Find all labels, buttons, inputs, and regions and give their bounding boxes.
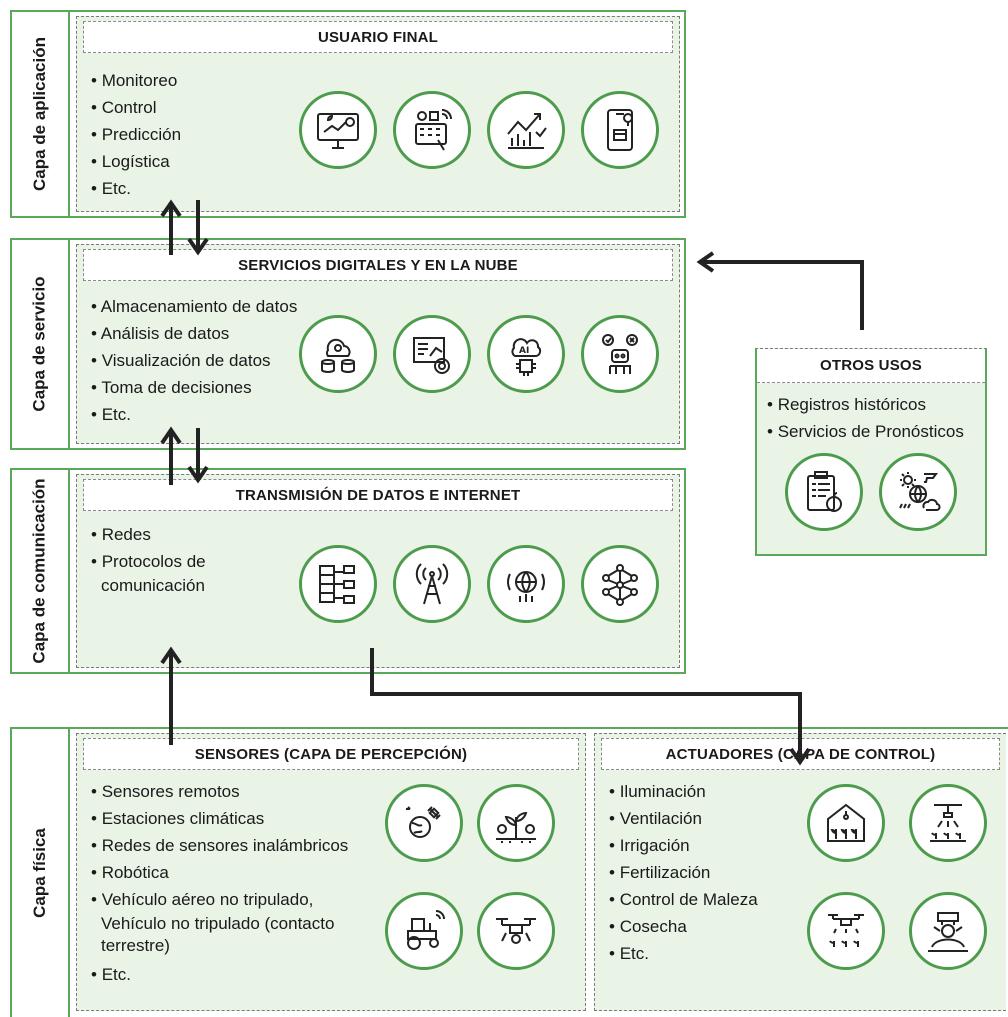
growth-chart-icon <box>487 91 565 169</box>
list-item: Redes de sensores inalámbricos <box>91 832 349 859</box>
bullet-list: Monitoreo Control Predicción Logística E… <box>91 67 181 202</box>
layer-comunicacion: Capa de comunicación TRANSMISIÓN DE DATO… <box>10 468 686 674</box>
list-item: Etc. <box>91 175 181 202</box>
layer-title: Capa de comunicación <box>30 478 50 664</box>
list-item: Robótica <box>91 859 348 886</box>
list-item: Ventilación <box>609 805 758 832</box>
panel-title: ACTUADORES (CAPA DE CONTROL) <box>601 738 1000 770</box>
layer-fisica: Capa física SENSORES (CAPA DE PERCEPCIÓN… <box>10 727 1008 1017</box>
layer-label-servicio: Capa de servicio <box>12 240 70 448</box>
list-item: Monitoreo <box>91 67 181 94</box>
panel-title: SENSORES (CAPA DE PERCEPCIÓN) <box>83 738 579 770</box>
panel-title: OTROS USOS <box>757 349 985 383</box>
ai-chip-icon: AI <box>487 315 565 393</box>
list-item: Etc. <box>609 940 758 967</box>
list-item: Iluminación <box>609 778 758 805</box>
list-item: Sensores remotos <box>91 778 348 805</box>
layer-label-aplicacion: Capa de aplicación <box>12 12 70 216</box>
panel-transmision: TRANSMISIÓN DE DATOS E INTERNET Redes Pr… <box>76 474 680 668</box>
list-item: Registros históricos <box>767 391 964 418</box>
panel-title: USUARIO FINAL <box>83 21 673 53</box>
list-item: Vehículo no tripulado (contacto <box>101 914 335 933</box>
list-item: Control de Maleza <box>609 886 758 913</box>
layer-label-comunicacion: Capa de comunicación <box>12 470 70 672</box>
list-item: Servicios de Pronósticos <box>767 418 964 445</box>
list-item: Cosecha <box>609 913 758 940</box>
layer-servicio: Capa de servicio SERVICIOS DIGITALES Y E… <box>10 238 686 450</box>
list-item: Toma de decisiones <box>91 374 297 401</box>
greenhouse-icon <box>807 784 885 862</box>
global-network-icon <box>487 545 565 623</box>
list-item: Análisis de datos <box>91 320 297 347</box>
layer-title: Capa de aplicación <box>30 37 49 191</box>
list-item: terrestre) <box>101 936 170 955</box>
list-item: Almacenamiento de datos <box>91 293 298 320</box>
list-item: Fertilización <box>609 859 758 886</box>
antenna-tower-icon <box>393 545 471 623</box>
panel-sensores: SENSORES (CAPA DE PERCEPCIÓN) Sensores r… <box>76 733 586 1011</box>
bullet-list: Almacenamiento de datos Análisis de dato… <box>91 293 298 428</box>
cloud-database-icon <box>299 315 377 393</box>
control-panel-icon <box>393 91 471 169</box>
list-item: Estaciones climáticas <box>91 805 348 832</box>
list-item: comunicación <box>101 576 205 595</box>
spray-drone-icon <box>807 892 885 970</box>
bullet-list: Sensores remotos Estaciones climáticas R… <box>91 778 348 988</box>
list-item: Irrigación <box>609 832 758 859</box>
harvester-icon <box>909 892 987 970</box>
list-item: Vehículo aéreo no tripulado, <box>91 886 348 913</box>
list-item: Control <box>91 94 181 121</box>
panel-otros-usos: OTROS USOS Registros históricos Servicio… <box>755 348 987 556</box>
list-item: Etc. <box>91 401 297 428</box>
mobile-logistics-icon <box>581 91 659 169</box>
drone-icon <box>477 892 555 970</box>
bullet-list: Registros históricos Servicios de Pronós… <box>767 391 964 445</box>
layer-aplicacion: Capa de aplicación USUARIO FINAL Monitor… <box>10 10 686 218</box>
panel-servicios: SERVICIOS DIGITALES Y EN LA NUBE Almacen… <box>76 244 680 444</box>
satellite-earth-icon <box>385 784 463 862</box>
list-item: Logística <box>91 148 181 175</box>
panel-actuadores: ACTUADORES (CAPA DE CONTROL) Iluminación… <box>594 733 1006 1011</box>
layer-label-fisica: Capa física <box>12 729 70 1017</box>
plant-sensor-icon <box>477 784 555 862</box>
layer-title: Capa de servicio <box>30 276 49 412</box>
arrow-otros-usos-servicio <box>696 251 864 330</box>
network-servers-icon <box>299 545 377 623</box>
data-analysis-icon <box>393 315 471 393</box>
robot-decision-icon <box>581 315 659 393</box>
bullet-list: Redes Protocolos de comunicación <box>91 521 206 597</box>
sprinkler-icon <box>909 784 987 862</box>
list-item: Visualización de datos <box>91 347 297 374</box>
tractor-icon <box>385 892 463 970</box>
plant-monitor-icon <box>299 91 377 169</box>
panel-title: SERVICIOS DIGITALES Y EN LA NUBE <box>83 249 673 281</box>
bullet-list: Iluminación Ventilación Irrigación Ferti… <box>609 778 758 967</box>
list-item: Predicción <box>91 121 181 148</box>
list-item: Etc. <box>91 961 348 988</box>
weather-globe-icon <box>879 453 957 531</box>
panel-usuario-final: USUARIO FINAL Monitoreo Control Predicci… <box>76 16 680 212</box>
svg-text:AI: AI <box>519 346 529 356</box>
list-item: Redes <box>91 521 206 548</box>
clipboard-apple-icon <box>785 453 863 531</box>
list-item: Protocolos de <box>91 548 206 575</box>
layer-title: Capa física <box>30 828 50 918</box>
neural-network-icon <box>581 545 659 623</box>
panel-title: TRANSMISIÓN DE DATOS E INTERNET <box>83 479 673 511</box>
